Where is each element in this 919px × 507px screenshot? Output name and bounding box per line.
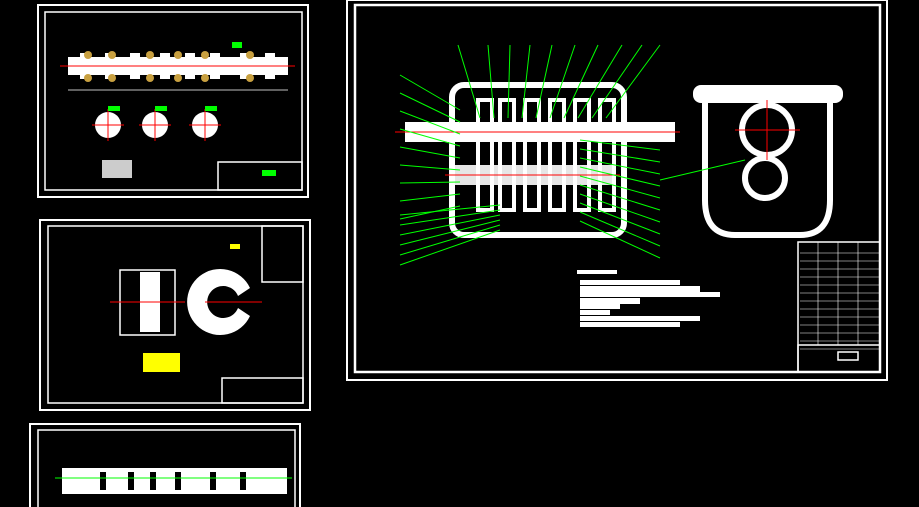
gear [523,98,541,212]
notes-text [580,286,700,292]
notes-text [580,280,680,285]
bearing-bore [742,155,788,201]
leader-line [399,204,501,216]
leader-line [457,44,481,119]
leader-line [399,224,501,256]
leader-line [549,44,576,119]
sheet-border [39,219,311,411]
dimension-marker [201,51,209,59]
shaft-groove [240,472,246,490]
notes-text [580,310,610,315]
gear [573,98,591,212]
gear [498,98,516,212]
leader-line [399,128,461,147]
shaft-groove [150,472,156,490]
leader-line [507,44,511,119]
section-label [108,106,120,111]
sheet-shaft-partial[interactable] [29,423,301,507]
notes-text [580,316,700,321]
leader-line [591,44,643,119]
dimension-marker [84,74,92,82]
leader-line [399,74,461,111]
notes-text [580,292,720,297]
dimension-marker [246,74,254,82]
title-block [217,161,303,191]
leader-line [577,44,623,119]
leader-line [399,92,461,123]
gear [548,98,566,212]
notes-text [580,298,640,304]
title-block-mark [262,170,276,176]
dimension-marker [146,51,154,59]
leader-line [563,44,599,119]
annotation-tag [232,42,242,48]
gear [476,98,494,212]
dimension-marker [201,74,209,82]
leader-line [579,166,661,187]
leader-line [399,209,501,226]
drawing-frame [353,3,882,374]
shaft-groove [128,472,134,490]
highlight-note [143,353,180,372]
dimension-marker [108,51,116,59]
drawing-frame [47,225,304,404]
sheet-border [29,423,301,507]
section-label [205,106,217,111]
leader-line [659,159,746,181]
leader-line [399,164,461,171]
leader-line [399,214,501,236]
leader-line [579,202,661,235]
drawing-frame [37,429,296,507]
leader-line [399,146,461,159]
parameter-table [261,225,304,283]
sheet-border [346,0,888,381]
dimension-marker [246,51,254,59]
dimension-marker [174,74,182,82]
drawing-frame [44,11,303,191]
leader-line [579,139,661,151]
leader-line [579,184,661,211]
dimension-marker [108,74,116,82]
leader-line [399,193,461,202]
leader-line [579,157,661,175]
annotation-tag [230,244,240,249]
sheet-border [37,4,309,198]
leader-line [605,44,661,119]
end-cover [702,97,833,238]
leader-line [579,211,661,247]
leader-line [579,220,661,259]
shaft-groove [100,472,106,490]
title-block-mark [837,351,859,361]
leader-line [579,193,661,223]
leader-line [399,110,461,135]
gearbox-housing [449,82,627,238]
title-block [221,377,304,404]
sheet-shaft-detail[interactable] [37,4,309,198]
leader-line [521,44,531,119]
cover-flange [693,85,843,103]
dimension-marker [174,51,182,59]
leader-line [579,148,661,163]
leader-line [399,229,501,266]
dimension-marker [146,74,154,82]
leader-line [579,175,661,199]
shaft-groove [175,472,181,490]
dimension-marker [84,51,92,59]
title-block [797,344,881,373]
shaft-body [62,468,287,494]
notes-heading [577,270,617,274]
gear-front-view [187,269,250,335]
notes-text [102,160,132,178]
leader-line [535,44,553,119]
sheet-gear-detail[interactable] [39,219,311,411]
sheet-gearbox-assembly[interactable] [346,0,888,381]
notes-text [580,322,680,327]
section-label [155,106,167,111]
leader-line [399,219,501,246]
leader-line [487,44,495,119]
leader-line [399,181,461,184]
notes-text [580,304,620,309]
shaft-groove [210,472,216,490]
